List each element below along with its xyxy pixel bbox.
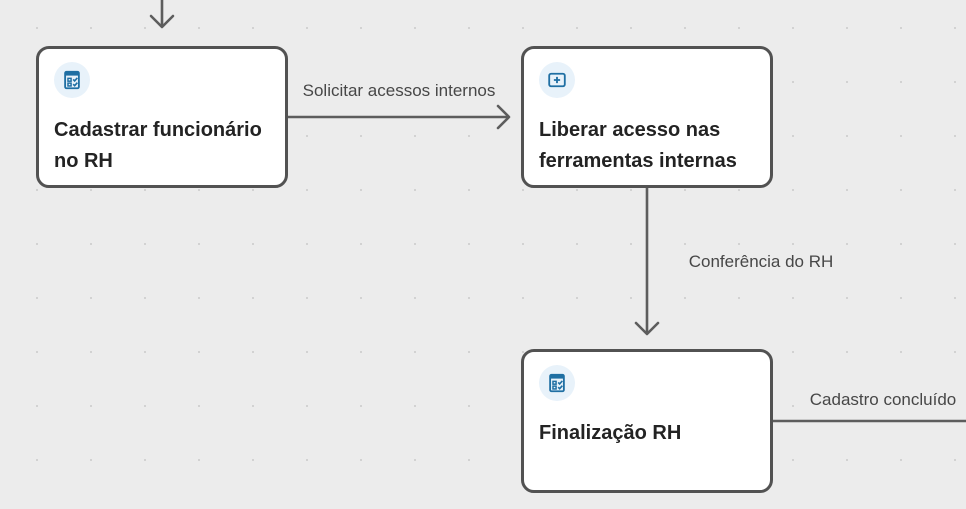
edge-solicitar-acessos-internos[interactable] xyxy=(286,104,511,130)
edge-label-solicitar-acessos-internos[interactable]: Solicitar acessos internos xyxy=(297,80,501,102)
node-title: Cadastrar funcionário no RH xyxy=(54,119,262,172)
arrowhead-down-icon xyxy=(634,321,660,336)
node-liberar-acesso-ferramentas[interactable]: Liberar acesso nas ferramentas internas xyxy=(521,46,773,188)
form-checklist-icon xyxy=(54,62,90,98)
edge-label-conferencia-do-rh[interactable]: Conferência do RH xyxy=(683,251,839,273)
node-title: Finalização RH xyxy=(539,422,682,444)
plus-square-icon-glyph xyxy=(548,72,566,88)
node-finalizacao-rh[interactable]: Finalização RH xyxy=(521,349,773,493)
arrowhead-down-icon xyxy=(149,14,175,29)
node-title: Liberar acesso nas ferramentas internas xyxy=(539,119,737,172)
form-checklist-icon-glyph xyxy=(64,70,80,90)
form-checklist-icon-glyph xyxy=(549,373,565,393)
arrowhead-right-icon xyxy=(496,104,511,130)
edge-conferencia-do-rh[interactable] xyxy=(634,186,660,336)
edge-label-cadastro-concluido[interactable]: Cadastro concluído xyxy=(804,389,962,411)
node-cadastrar-funcionario-rh[interactable]: Cadastrar funcionário no RH xyxy=(36,46,288,188)
edge-incoming-top[interactable] xyxy=(149,0,175,29)
form-checklist-icon xyxy=(539,365,575,401)
plus-square-icon xyxy=(539,62,575,98)
